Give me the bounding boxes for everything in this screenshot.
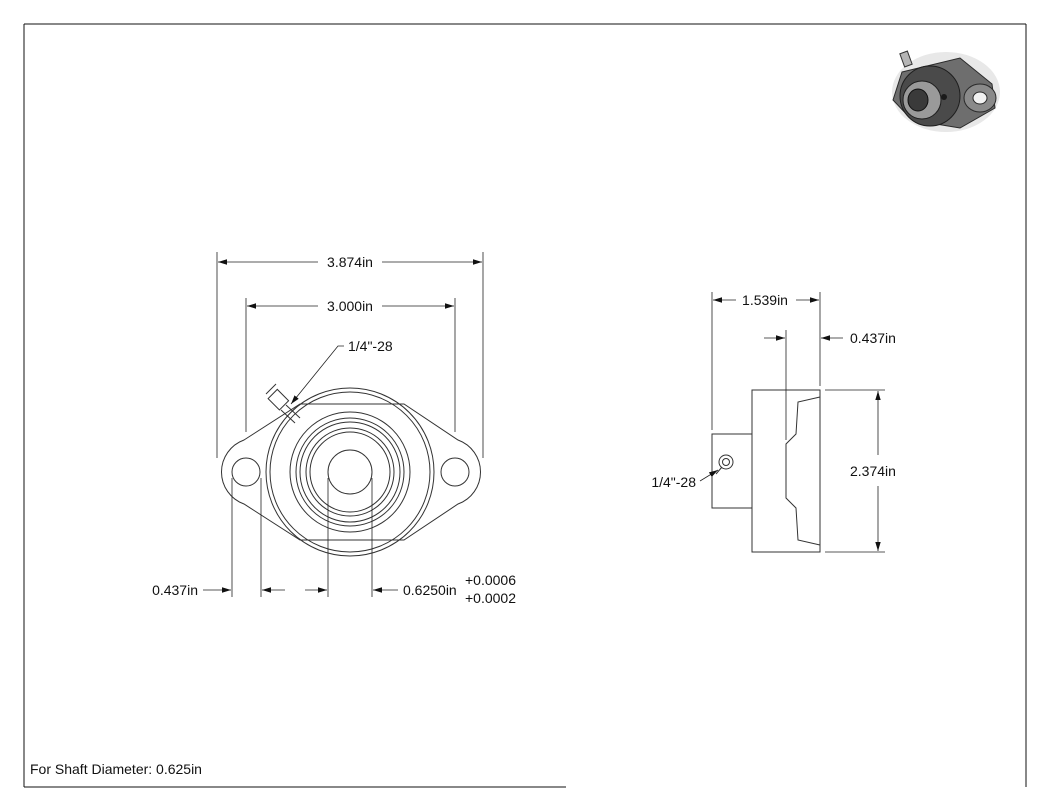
dim-bolt-hole: 0.437in bbox=[152, 582, 285, 598]
dim-bore-tol-lower: +0.0002 bbox=[465, 590, 516, 606]
flange-outline bbox=[220, 403, 482, 541]
bore bbox=[327, 449, 373, 495]
dim-bolt-hole-label: 0.437in bbox=[152, 582, 198, 598]
dim-bore-label: 0.6250in bbox=[403, 582, 457, 598]
bearing-insert bbox=[289, 411, 411, 533]
front-view bbox=[220, 383, 482, 557]
side-grease-fitting bbox=[715, 454, 734, 475]
dim-overall-width: 3.874in bbox=[218, 254, 482, 270]
side-view-dimension-geometry bbox=[711, 292, 885, 553]
dim-flange-thickness-label: 0.437in bbox=[850, 330, 896, 346]
dim-bore: 0.6250in +0.0006 +0.0002 bbox=[305, 572, 516, 606]
dim-height-label: 2.374in bbox=[850, 463, 896, 479]
front-fitting-thread-label: 1/4"-28 bbox=[348, 338, 393, 354]
right-bolt-hole bbox=[440, 457, 470, 487]
leader-grease-fitting-side: 1/4"-28 bbox=[651, 469, 719, 490]
dim-bolt-spacing-label: 3.000in bbox=[327, 298, 373, 314]
side-fitting-thread-label: 1/4"-28 bbox=[651, 474, 696, 490]
dim-overall-width-label: 3.874in bbox=[327, 254, 373, 270]
side-groove bbox=[785, 396, 821, 546]
sheet-border bbox=[23, 23, 1027, 788]
leader-grease-fitting-front: 1/4"-28 bbox=[290, 338, 393, 405]
dim-overall-depth: 1.539in bbox=[713, 292, 819, 308]
dim-flange-thickness: 0.437in bbox=[764, 330, 896, 346]
front-view-dimension-geometry bbox=[216, 252, 484, 597]
dim-bore-tol-upper: +0.0006 bbox=[465, 572, 516, 588]
housing-outer bbox=[265, 387, 435, 557]
side-view bbox=[711, 389, 821, 553]
flange-bearing-3d-preview bbox=[892, 50, 1000, 132]
dim-overall-depth-label: 1.539in bbox=[742, 292, 788, 308]
shaft-diameter-note: For Shaft Diameter: 0.625in bbox=[30, 761, 202, 777]
left-bolt-hole bbox=[231, 457, 261, 487]
grease-fitting bbox=[265, 383, 301, 424]
dim-height: 2.374in bbox=[850, 391, 896, 551]
dim-bolt-spacing: 3.000in bbox=[247, 298, 454, 314]
